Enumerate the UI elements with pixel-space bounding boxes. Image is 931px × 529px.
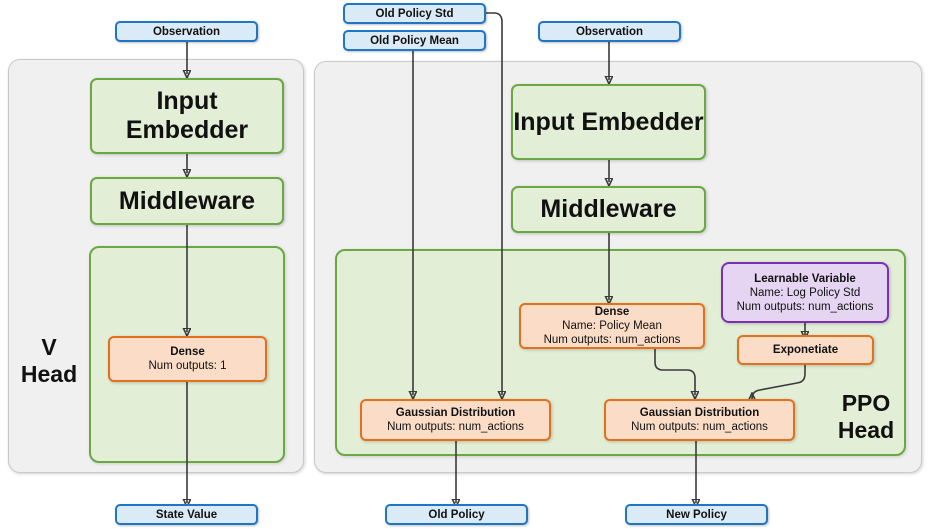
output-new-policy-label: New Policy <box>666 508 727 521</box>
ppo-head-dense-name: Name: Policy Mean <box>562 320 662 332</box>
v-head-middleware-label: Middleware <box>118 186 256 215</box>
input-observation-left-label: Observation <box>152 25 221 38</box>
ppo-head-label: PPO Head <box>818 386 914 448</box>
learnable-variable-outputs: Num outputs: num_actions <box>736 300 874 313</box>
ppo-head-input-embedder-label: Input Embedder <box>513 107 704 136</box>
output-state-value[interactable]: State Value <box>115 504 258 525</box>
ppo-head-dense-title: Dense <box>594 306 630 318</box>
ppo-head-input-embedder[interactable]: Input Embedder <box>511 84 706 160</box>
learnable-variable-title: Learnable Variable <box>754 272 856 285</box>
ppo-head-dense-policy-mean[interactable]: Dense Name: Policy Mean Num outputs: num… <box>519 303 705 349</box>
v-head-middleware[interactable]: Middleware <box>90 177 284 225</box>
input-old-policy-std[interactable]: Old Policy Std <box>343 3 486 24</box>
ppo-head-gaussian-old[interactable]: Gaussian Distribution Num outputs: num_a… <box>360 399 551 441</box>
input-observation-left[interactable]: Observation <box>115 21 258 42</box>
learnable-variable-name: Name: Log Policy Std <box>749 286 861 299</box>
ppo-head-dense-outputs: Num outputs: num_actions <box>543 334 681 346</box>
output-state-value-label: State Value <box>155 508 218 521</box>
gaussian-old-title: Gaussian Distribution <box>395 407 516 419</box>
gaussian-new-title: Gaussian Distribution <box>639 407 760 419</box>
output-new-policy[interactable]: New Policy <box>625 504 768 525</box>
ppo-head-learnable-variable[interactable]: Learnable Variable Name: Log Policy Std … <box>721 262 889 323</box>
v-head-label-line1: V <box>41 334 57 360</box>
gaussian-old-outputs: Num outputs: num_actions <box>387 421 524 433</box>
input-observation-right-label: Observation <box>575 25 644 38</box>
ppo-head-middleware[interactable]: Middleware <box>511 186 706 233</box>
v-head-input-embedder[interactable]: Input Embedder <box>90 78 284 154</box>
output-old-policy-label: Old Policy <box>428 508 485 521</box>
ppo-head-exponetiate[interactable]: Exponetiate <box>737 335 874 365</box>
input-old-policy-mean[interactable]: Old Policy Mean <box>343 30 486 51</box>
input-observation-right[interactable]: Observation <box>538 21 681 42</box>
ppo-head-label-line2: Head <box>837 417 895 443</box>
ppo-head-gaussian-new[interactable]: Gaussian Distribution Num outputs: num_a… <box>604 399 795 441</box>
v-head-dense[interactable]: Dense Num outputs: 1 <box>108 336 267 382</box>
output-old-policy[interactable]: Old Policy <box>385 504 528 525</box>
exponetiate-title: Exponetiate <box>772 344 839 356</box>
input-old-policy-mean-label: Old Policy Mean <box>370 34 459 47</box>
input-old-policy-std-label: Old Policy Std <box>375 7 454 20</box>
v-head-label-line2: Head <box>20 361 78 387</box>
v-head-dense-title: Dense <box>170 346 205 358</box>
ppo-head-label-line1: PPO <box>841 390 891 416</box>
ppo-head-middleware-label: Middleware <box>540 195 677 223</box>
v-head-input-embedder-label: Input Embedder <box>125 87 249 144</box>
v-head-dense-outputs: Num outputs: 1 <box>148 360 227 372</box>
v-head-label: V Head <box>14 330 84 392</box>
gaussian-new-outputs: Num outputs: num_actions <box>631 421 768 433</box>
